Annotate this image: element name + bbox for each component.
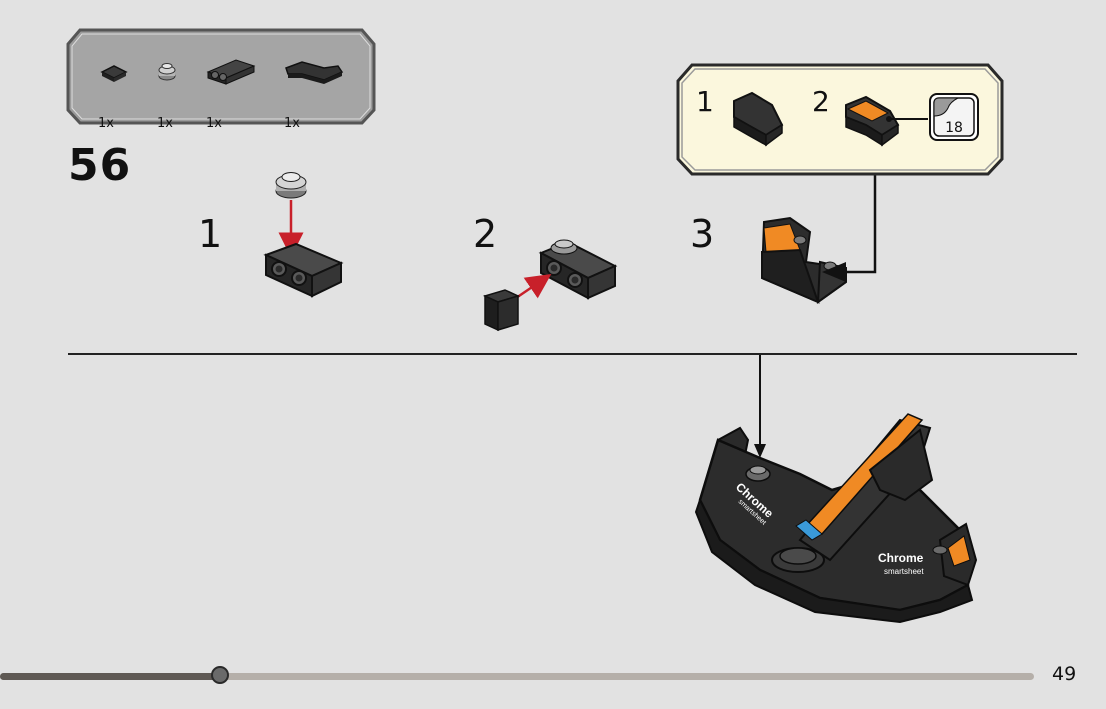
callout-step-number: 1 <box>696 85 714 118</box>
progress-track <box>0 673 1034 680</box>
sticker-text-right-sub: smartsheet <box>884 567 924 576</box>
section-divider <box>68 353 1077 355</box>
progress-knob <box>211 666 229 684</box>
substep-2-illustration <box>482 239 618 332</box>
parts-list-panel: 1x 1x 1x 1x <box>66 28 376 131</box>
step-number: 56 <box>68 140 132 191</box>
final-model-illustration <box>694 413 978 624</box>
substep-number: 1 <box>198 212 223 256</box>
sticker-reference: 18 <box>928 92 980 142</box>
callout-frame <box>676 63 1004 176</box>
sticker-icon <box>929 93 979 141</box>
bracket-plate-icon <box>206 59 256 85</box>
part-quantity: 1x <box>98 116 114 131</box>
progress-fill <box>0 673 222 680</box>
sticker-text-right: Chrome <box>878 551 924 565</box>
sub-assembly-callout: 1 2 <box>676 63 1004 176</box>
part-quantity: 1x <box>284 116 300 131</box>
part-quantity: 1x <box>157 116 173 131</box>
callout-step-number: 2 <box>812 85 830 118</box>
corner-tile-stickered-icon <box>845 95 900 147</box>
substep-1-illustration <box>263 172 344 298</box>
corner-tile-icon <box>733 91 784 147</box>
substep-number: 2 <box>473 212 498 256</box>
round-plate-1x1-icon <box>158 63 176 81</box>
corner-tile-icon <box>285 61 344 84</box>
sticker-number: 18 <box>945 120 963 136</box>
part-quantity: 1x <box>206 116 222 131</box>
page-number: 49 <box>1052 663 1077 685</box>
substep-3-illustration <box>760 216 847 305</box>
substep-number: 3 <box>690 212 715 256</box>
flat-tile-2x2-icon <box>100 65 128 82</box>
parts-list-frame <box>66 28 376 125</box>
